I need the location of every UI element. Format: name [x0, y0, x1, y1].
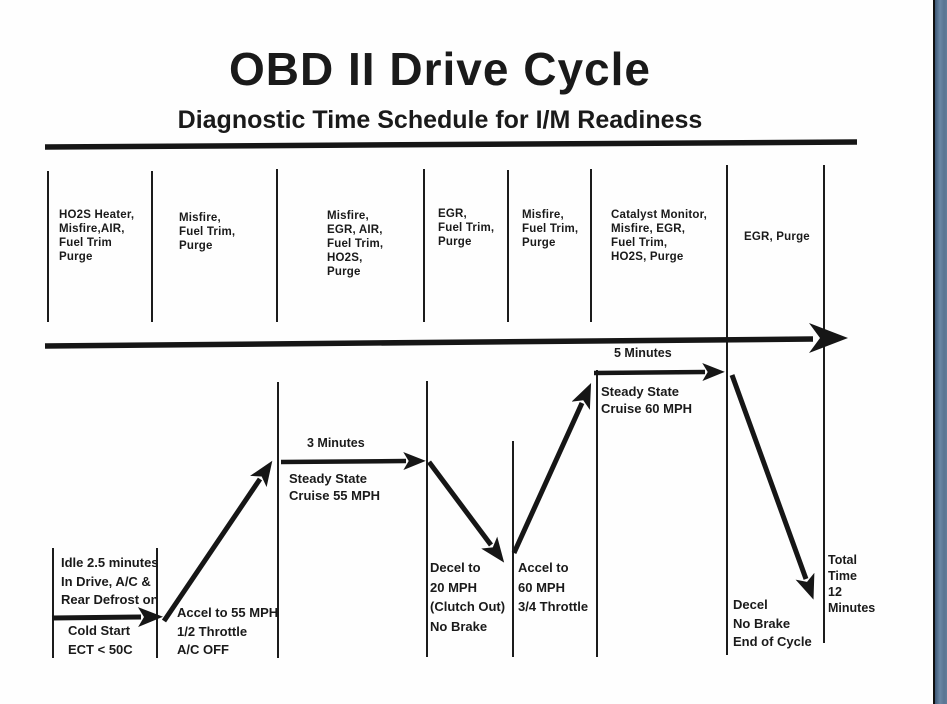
monitor-column-4: EGR, Fuel Trim, Purge — [438, 208, 495, 248]
page-subtitle: Diagnostic Time Schedule for I/M Readine… — [177, 106, 703, 134]
cruise-60-label: Steady State Cruise 60 MPH — [601, 384, 693, 416]
decel-20-label: Decel to 20 MPH (Clutch Out) No Brake — [430, 560, 506, 634]
page-title: OBD II Drive Cycle — [229, 43, 651, 95]
accel-60-arrow — [511, 382, 592, 555]
monitor-column-7: EGR, Purge — [744, 231, 810, 243]
timeline-arrowhead — [809, 323, 848, 353]
monitor-column-1: HO2S Heater, Misfire,AIR, Fuel Trim Purg… — [59, 209, 135, 263]
cruise-55-label: Steady State Cruise 55 MPH — [289, 471, 381, 503]
accel-55-label: Accel to 55 MPH 1/2 Throttle A/C OFF — [177, 605, 279, 657]
accel-55-arrow — [161, 460, 273, 623]
cruise-60-arrow — [593, 363, 725, 382]
total-time-label: Total Time 12 Minutes — [828, 553, 876, 615]
monitor-column-6: Catalyst Monitor, Misfire, EGR, Fuel Tri… — [611, 209, 708, 263]
idle-label: Idle 2.5 minutes In Drive, A/C & Rear De… — [61, 555, 159, 607]
lower-phase-dividers — [52, 370, 598, 658]
decel-20-arrow — [426, 460, 505, 563]
top-phase-dividers — [47, 165, 825, 655]
accel-60-label: Accel to 60 MPH 3/4 Throttle — [518, 560, 589, 614]
subtitle-rule — [44, 139, 858, 150]
decel-end-arrow — [729, 374, 815, 600]
monitor-column-5: Misfire, Fuel Trim, Purge — [522, 209, 579, 249]
idle-arrow — [51, 607, 163, 628]
cruise-55-arrow — [280, 452, 426, 471]
monitor-column-2: Misfire, Fuel Trim, Purge — [179, 212, 236, 252]
monitor-column-3: Misfire, EGR, AIR, Fuel Trim, HO2S, Purg… — [327, 210, 384, 278]
cruise-60-time-label: 5 Minutes — [614, 346, 672, 360]
page-edge-shadow — [933, 0, 947, 704]
timeline-arrow — [44, 336, 814, 349]
cold-start-label: Cold Start ECT < 50C — [68, 623, 133, 657]
decel-end-label: Decel No Brake End of Cycle — [733, 597, 812, 649]
cruise-55-time-label: 3 Minutes — [307, 436, 365, 450]
